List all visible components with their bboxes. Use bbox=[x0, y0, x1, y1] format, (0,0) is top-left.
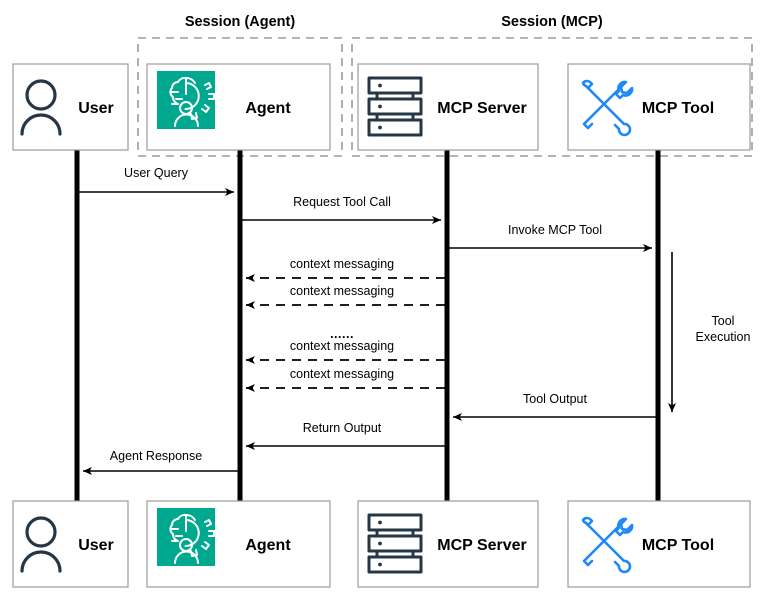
actor-box-mcp-tool-top[interactable] bbox=[567, 63, 751, 151]
actor-head-agent[interactable]: Agent bbox=[146, 63, 331, 151]
actor-label-mcp-server-bottom: MCP Server bbox=[437, 537, 527, 554]
tool-execution-block: Tool Execution bbox=[668, 252, 751, 412]
message-label-request-tool-call: Request Tool Call bbox=[293, 195, 391, 209]
crossed-tools-icon bbox=[581, 79, 634, 137]
message-label-invoke-mcp-tool: Invoke MCP Tool bbox=[508, 223, 602, 237]
actor-label-user-top: User bbox=[78, 100, 114, 117]
person-icon bbox=[20, 516, 62, 573]
message-label-context-messaging-3: context messaging bbox=[290, 339, 394, 353]
message-context-messaging-3: context messaging bbox=[246, 339, 445, 364]
crossed-tools-icon bbox=[581, 516, 634, 574]
tool-execution-label-line2: Execution bbox=[696, 330, 751, 344]
message-return-output: Return Output bbox=[246, 421, 445, 450]
message-request-tool-call: Request Tool Call bbox=[242, 195, 441, 224]
session-group-mcp: Session (MCP) bbox=[351, 14, 753, 157]
actor-foot-user[interactable]: User bbox=[12, 500, 129, 588]
actor-label-agent-bottom: Agent bbox=[245, 537, 291, 554]
actor-box-mcp-tool-bottom[interactable] bbox=[567, 500, 751, 588]
actor-head-user[interactable]: User bbox=[12, 63, 129, 151]
session-mcp-title: Session (MCP) bbox=[501, 14, 603, 30]
message-user-query: User Query bbox=[79, 166, 234, 196]
session-mcp-boundary bbox=[351, 37, 753, 157]
person-icon bbox=[20, 79, 62, 136]
agent-brain-gear-icon bbox=[157, 508, 215, 566]
message-context-messaging-1: context messaging bbox=[246, 257, 445, 282]
message-tool-output: Tool Output bbox=[453, 392, 656, 421]
message-invoke-mcp-tool: Invoke MCP Tool bbox=[449, 223, 652, 252]
actor-foot-agent[interactable]: Agent bbox=[146, 500, 331, 588]
actor-head-mcp-server[interactable]: MCP Server bbox=[357, 63, 539, 151]
message-label-agent-response: Agent Response bbox=[110, 449, 202, 463]
message-context-messaging-2: context messaging bbox=[246, 284, 445, 309]
actor-foot-mcp-server[interactable]: MCP Server bbox=[357, 500, 539, 588]
message-agent-response: Agent Response bbox=[83, 449, 238, 475]
message-context-messaging-4: context messaging bbox=[246, 367, 445, 392]
actor-label-mcp-tool-top: MCP Tool bbox=[642, 100, 714, 117]
server-rack-icon bbox=[367, 76, 423, 137]
agent-brain-gear-icon bbox=[157, 71, 215, 129]
actor-label-mcp-tool-bottom: MCP Tool bbox=[642, 537, 714, 554]
session-agent-title: Session (Agent) bbox=[185, 14, 296, 30]
message-label-context-messaging-1: context messaging bbox=[290, 257, 394, 271]
server-rack-icon bbox=[367, 513, 423, 574]
actor-label-agent-top: Agent bbox=[245, 100, 291, 117]
actor-foot-mcp-tool[interactable]: MCP Tool bbox=[567, 500, 751, 588]
actor-label-user-bottom: User bbox=[78, 537, 114, 554]
message-label-tool-output: Tool Output bbox=[523, 392, 587, 406]
continuation-ellipsis: ...... bbox=[330, 327, 354, 341]
message-label-return-output: Return Output bbox=[303, 421, 382, 435]
actor-label-mcp-server-top: MCP Server bbox=[437, 100, 527, 117]
message-label-context-messaging-4: context messaging bbox=[290, 367, 394, 381]
actor-head-mcp-tool[interactable]: MCP Tool bbox=[567, 63, 751, 151]
message-label-context-messaging-2: context messaging bbox=[290, 284, 394, 298]
tool-execution-label-line1: Tool bbox=[712, 314, 735, 328]
message-label-user-query: User Query bbox=[124, 166, 189, 180]
